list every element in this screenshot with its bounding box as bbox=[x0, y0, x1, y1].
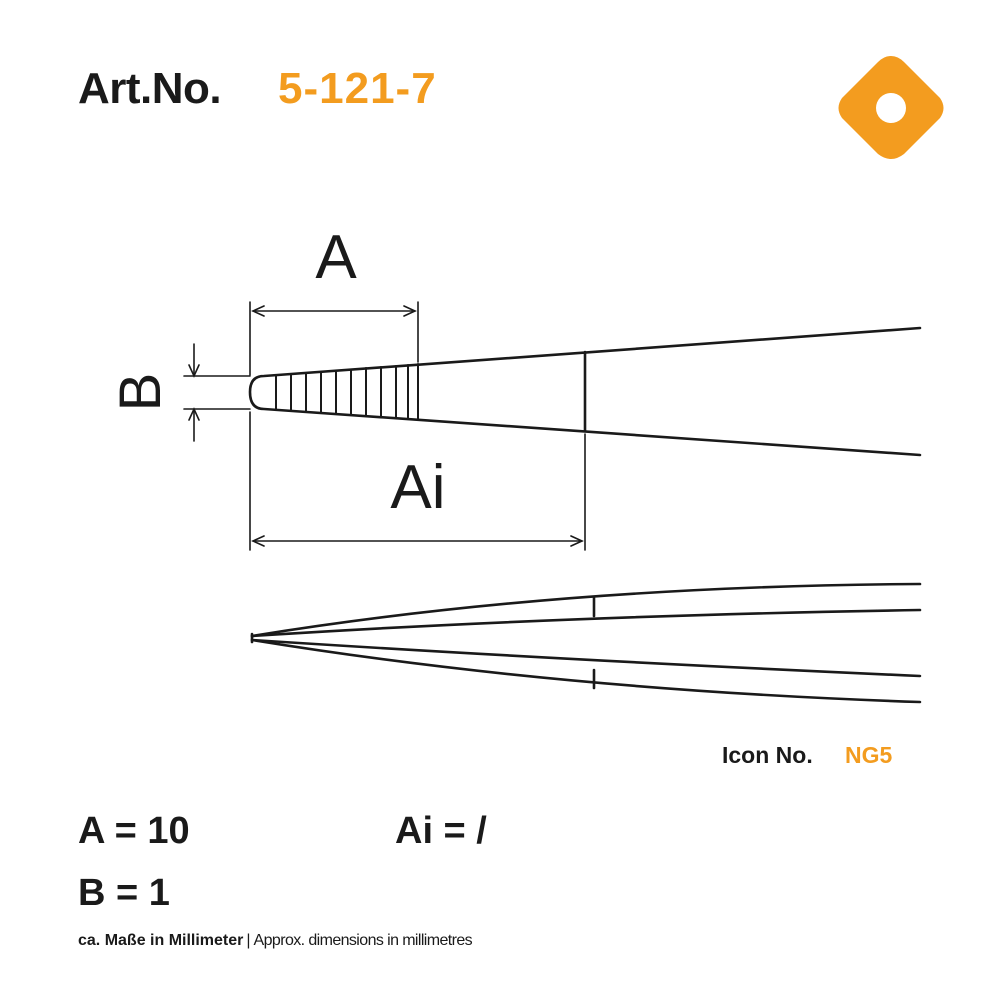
spec-a-value: A = 10 bbox=[78, 810, 190, 852]
title-label: Art.No. bbox=[78, 64, 222, 113]
dimension-a-line bbox=[249, 301, 419, 376]
dimension-ai-label: Ai bbox=[390, 453, 445, 522]
icon-number-value: NG5 bbox=[845, 742, 893, 768]
tweezer-side-view bbox=[250, 582, 922, 704]
brand-logo-icon bbox=[838, 56, 944, 159]
footnote-separator: | bbox=[246, 932, 251, 949]
article-number: 5-121-7 bbox=[278, 64, 437, 113]
icon-number-label: Icon No. bbox=[722, 742, 813, 768]
footnote-english: Approx. dimensions in millimetres bbox=[253, 932, 473, 949]
tip-outline bbox=[248, 326, 922, 457]
footnote-german: ca. Maße in Millimeter bbox=[78, 932, 244, 949]
dimension-ai-line bbox=[249, 411, 586, 551]
units-footnote: ca. Maße in Millimeter|Approx. dimension… bbox=[78, 932, 473, 950]
grip-serrations bbox=[275, 363, 419, 421]
dimension-b-line bbox=[183, 343, 251, 442]
spec-ai-value: Ai = / bbox=[395, 810, 487, 852]
dimension-b-label: B bbox=[108, 373, 173, 412]
spec-b-value: B = 1 bbox=[78, 872, 170, 914]
dimension-a-label: A bbox=[315, 223, 357, 292]
logo-hole bbox=[876, 93, 906, 123]
